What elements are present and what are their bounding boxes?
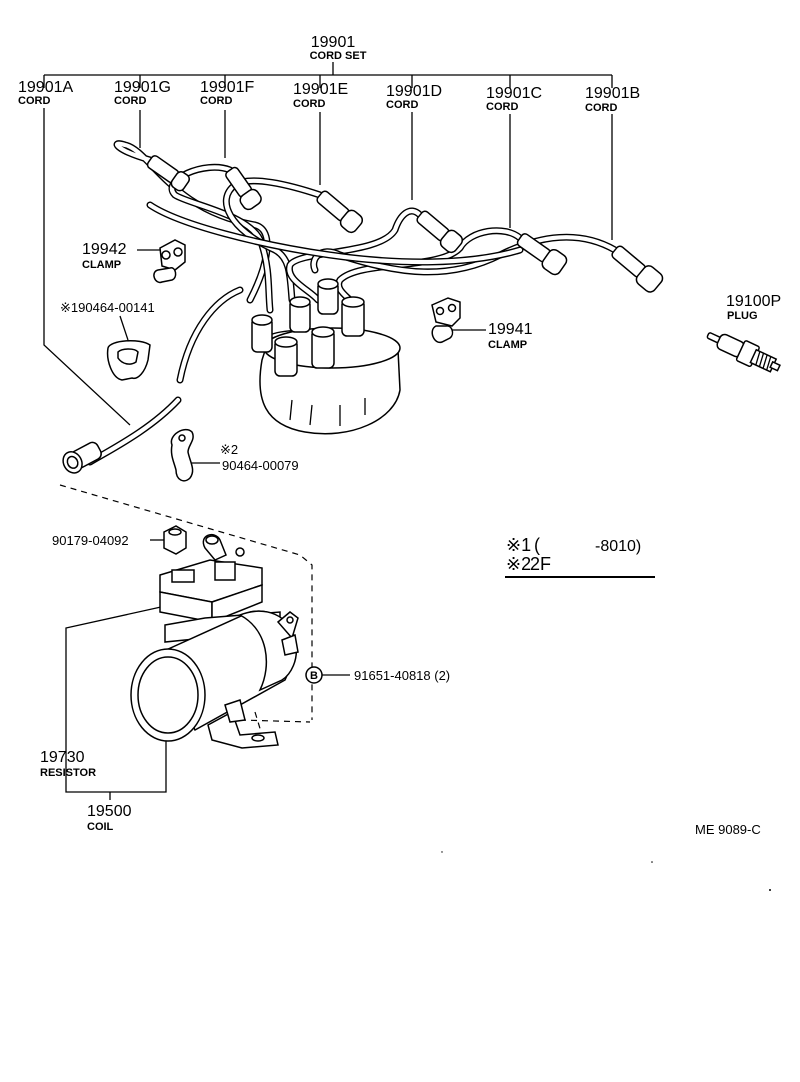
clamp-19942-part-label: 19942 [82,241,127,258]
clip-190464-part-label: ※190464-00141 [60,300,155,315]
coil-name-label: COIL [87,821,114,833]
resistor-name-label: RESISTOR [40,767,96,779]
ignition-cords [86,140,619,466]
cord-b-part-label: 19901B [585,85,640,102]
cord-set-name-label: CORD SET [310,50,367,62]
cord-g-name-label: CORD [114,95,146,107]
cord-g-part-label: 19901G [114,79,171,96]
footnote-block: ※1 ( -8010) ※2 2F [506,535,641,574]
bolt-mark-label: B [310,670,318,682]
resistor-part-label: 19730 [40,749,85,766]
cord-d-part-label: 19901D [386,83,442,100]
ignition-coil-assembly [130,533,299,749]
clamp-19941-shape [431,297,461,344]
note-2-text: 2F [530,554,551,574]
spark-plug-shape [706,332,781,373]
part-labels: 19901 CORD SET 19901A CORD 19901G CORD 1… [18,34,781,833]
cord-c-name-label: CORD [486,101,518,113]
plug-boots [146,155,664,293]
plug-name-label: PLUG [727,310,758,322]
diagram-code: ME 9089-C [695,822,761,837]
cord-c-part-label: 19901C [486,85,542,102]
cord-b-name-label: CORD [585,102,617,114]
leader-lines [43,62,655,800]
cord-f-part-label: 19901F [200,79,254,96]
cord-d-name-label: CORD [386,99,418,111]
nut-shape [163,525,187,555]
cord-f-name-label: CORD [200,95,232,107]
clamp-19941-name-label: CLAMP [488,339,527,351]
cord-set-part-label: 19901 [311,34,356,51]
cord-e-name-label: CORD [293,98,325,110]
clip-90464-part-label: 90464-00079 [222,458,299,473]
cord-e-part-label: 19901E [293,81,348,98]
note-1-mark: ※1 [506,535,531,555]
nut-part-label: 90179-04092 [52,533,129,548]
clamp-19942-name-label: CLAMP [82,259,121,271]
coil-cord-boot [62,441,102,474]
plug-part-label: 19100P [726,293,781,310]
clip-190464-shape [106,340,151,381]
clamp-19941-part-label: 19941 [488,321,533,338]
note-1-text: ( [534,535,540,555]
scan-specks [441,851,771,891]
bolt-part-label: 91651-40818 (2) [354,668,450,683]
clip-90464-mark-label: ※2 [220,442,238,457]
cap-towers [251,278,365,377]
distributor-cap [251,278,401,435]
bolt-mark-circle [305,666,323,684]
clip-90464-shape [170,428,194,482]
note-1-range: -8010) [595,538,641,555]
clamp-19942-shape [153,239,186,284]
cord-a-name-label: CORD [18,95,50,107]
cord-a-part-label: 19901A [18,79,73,96]
note-2-mark: ※2 [506,554,531,574]
coil-part-label: 19500 [87,803,132,820]
